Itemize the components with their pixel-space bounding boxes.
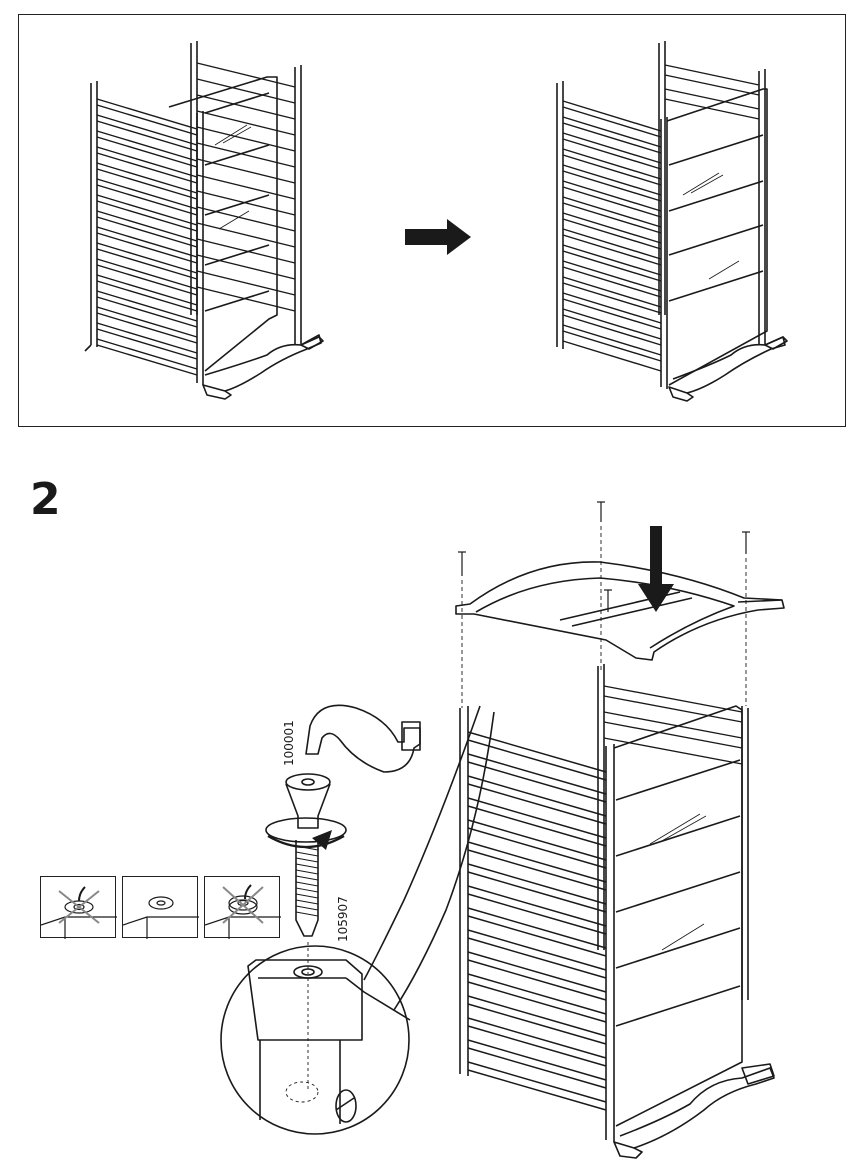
- right-arrow-icon: [405, 219, 471, 255]
- crib-frame-transition-illustration: [84, 41, 788, 402]
- hint-box-wrong-1: [40, 876, 117, 939]
- detail-magnifier: [220, 705, 495, 1135]
- previous-step-panel: [18, 14, 846, 427]
- right-crib-assembly: [556, 41, 788, 402]
- step-2-illustration: 100001 105907: [0, 480, 865, 1165]
- screw-part-number: 105907: [336, 896, 350, 942]
- hint-box-correct: [122, 876, 199, 939]
- allen-key-tool: [305, 704, 421, 773]
- hint-box-wrong-2: [204, 876, 281, 939]
- rotate-clockwise-icon: [267, 830, 345, 850]
- top-frame: [455, 561, 785, 661]
- screw-part: [265, 773, 347, 937]
- crib-top-frame-assembly: [220, 501, 785, 1159]
- crib-body: [459, 664, 775, 1159]
- tool-part-number: 100001: [282, 720, 296, 766]
- step-number: 2: [30, 474, 61, 525]
- down-arrow-icon: [638, 526, 674, 612]
- left-crib-assembly: [84, 41, 324, 400]
- screws-top: [458, 501, 750, 612]
